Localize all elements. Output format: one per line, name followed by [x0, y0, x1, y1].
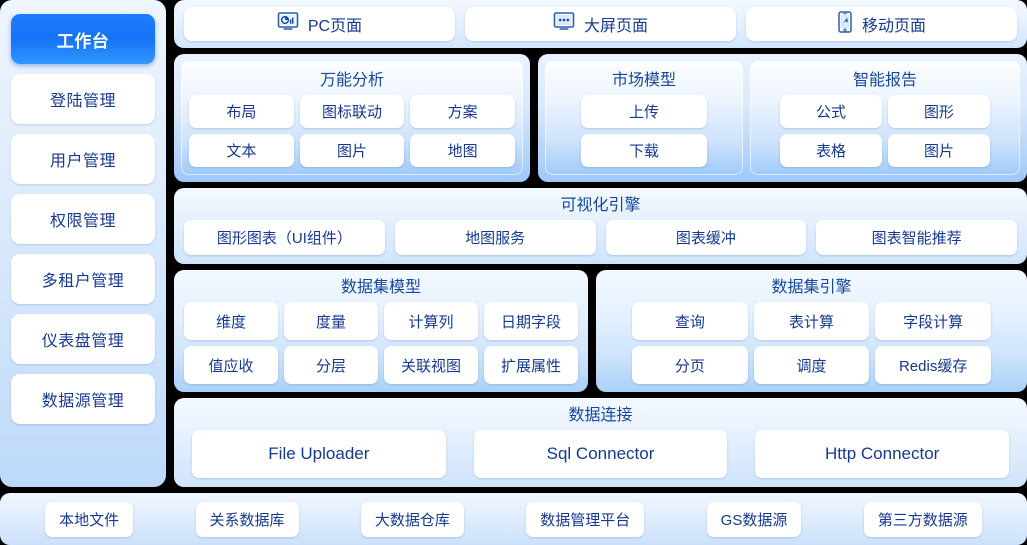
sidebar-item-dashboard-management[interactable]: 仪表盘管理 — [11, 314, 155, 364]
chip-file-uploader[interactable]: File Uploader — [192, 430, 446, 478]
panel-market-model: 市场模型 上传 下载 — [545, 61, 743, 175]
panel-smart-report: 智能报告 公式 图形 表格 图片 — [750, 61, 1020, 175]
chip-ui-components[interactable]: 图形图表（UI组件） — [184, 220, 385, 255]
sidebar-item-label: 多租户管理 — [41, 273, 125, 290]
chip-map[interactable]: 地图 — [410, 134, 515, 167]
chip-field-calculation[interactable]: 字段计算 — [875, 302, 991, 340]
chip-related-view[interactable]: 关联视图 — [384, 346, 478, 384]
analysis-module-wrapper: 万能分析 布局 图标联动 方案 文本 图片 地图 — [174, 54, 530, 182]
chip-scheduling[interactable]: 调度 — [753, 346, 870, 384]
chip-chart-recommendation[interactable]: 图表智能推荐 — [816, 220, 1017, 255]
source-data-management-platform[interactable]: 数据管理平台 — [526, 501, 645, 537]
source-relational-database[interactable]: 关系数据库 — [195, 501, 299, 537]
panel-button-grid: 维度 度量 计算列 日期字段 值应收 分层 关联视图 扩展属性 — [184, 302, 578, 384]
data-sources-bar: 本地文件 关系数据库 大数据仓库 数据管理平台 GS数据源 第三方数据源 — [0, 493, 1027, 545]
chip-query[interactable]: 查询 — [632, 302, 748, 340]
chip-chart-buffer[interactable]: 图表缓冲 — [605, 220, 807, 255]
row-title: 数据连接 — [568, 407, 633, 424]
panel-button-grid: 查询 表计算 字段计算 分页 调度 Redis缓存 — [606, 302, 1017, 384]
chip-download[interactable]: 下载 — [581, 134, 707, 167]
panel-universal-analysis: 万能分析 布局 图标联动 方案 文本 图片 地图 — [181, 61, 523, 175]
row-title: 数据集引擎 — [771, 279, 852, 296]
modules-row: 万能分析 布局 图标联动 方案 文本 图片 地图 市场模型 — [174, 54, 1027, 182]
source-gs-datasource[interactable]: GS数据源 — [706, 501, 802, 537]
chip-hierarchy[interactable]: 分层 — [284, 346, 378, 384]
chip-scheme[interactable]: 方案 — [410, 95, 515, 128]
chip-table[interactable]: 表格 — [780, 134, 882, 167]
chip-pagination[interactable]: 分页 — [632, 346, 748, 384]
source-third-party-datasource[interactable]: 第三方数据源 — [863, 501, 982, 537]
chip-text[interactable]: 文本 — [189, 134, 294, 167]
sidebar-item-login-management[interactable]: 登陆管理 — [11, 74, 155, 124]
sidebar-item-permission-management[interactable]: 权限管理 — [11, 194, 155, 244]
chip-value-receivable[interactable]: 值应收 — [184, 346, 278, 384]
chip-formula[interactable]: 公式 — [780, 95, 882, 128]
tab-label: 大屏页面 — [583, 18, 648, 35]
chip-extended-attribute[interactable]: 扩展属性 — [484, 346, 578, 384]
tab-bigscreen-page[interactable]: 大屏页面 — [465, 7, 736, 41]
panel-dataset-engine: 数据集引擎 查询 表计算 字段计算 分页 调度 Redis缓存 — [596, 270, 1027, 392]
panel-button-grid: 公式 图形 表格 图片 — [758, 95, 1012, 167]
sidebar-item-label: 权限管理 — [49, 213, 116, 230]
data-connection-row: 数据连接 File Uploader Sql Connector Http Co… — [174, 398, 1027, 487]
page-type-tabbar: PC页面 大屏页面 — [174, 0, 1027, 48]
mobile-phone-icon — [837, 10, 853, 38]
dataset-row: 数据集模型 维度 度量 计算列 日期字段 值应收 分层 关联视图 扩展属性 数据… — [174, 270, 1027, 392]
panel-title: 市场模型 — [611, 72, 676, 89]
panel-title: 万能分析 — [319, 72, 384, 89]
source-local-file[interactable]: 本地文件 — [45, 501, 134, 537]
row-button-list: 图形图表（UI组件） 地图服务 图表缓冲 图表智能推荐 — [184, 220, 1017, 255]
row-title: 可视化引擎 — [560, 197, 641, 214]
market-report-wrapper: 市场模型 上传 下载 智能报告 公式 图形 表格 图片 — [538, 54, 1027, 182]
visualization-engine-row: 可视化引擎 图形图表（UI组件） 地图服务 图表缓冲 图表智能推荐 — [174, 188, 1027, 264]
upper-section: 工作台 登陆管理 用户管理 权限管理 多租户管理 仪表盘管理 数据源管理 — [0, 0, 1027, 487]
row-title: 数据集模型 — [340, 279, 421, 296]
panel-title: 智能报告 — [852, 72, 917, 89]
panel-dataset-model: 数据集模型 维度 度量 计算列 日期字段 值应收 分层 关联视图 扩展属性 — [174, 270, 588, 392]
sidebar-item-workbench[interactable]: 工作台 — [11, 14, 155, 64]
tab-mobile-page[interactable]: 移动页面 — [746, 7, 1017, 41]
sidebar-item-multi-tenant-management[interactable]: 多租户管理 — [11, 254, 155, 304]
chip-image[interactable]: 图片 — [299, 134, 405, 167]
chip-calculated-column[interactable]: 计算列 — [384, 302, 478, 340]
main-content: PC页面 大屏页面 — [174, 0, 1027, 487]
chip-date-field[interactable]: 日期字段 — [484, 302, 578, 340]
sidebar-item-user-management[interactable]: 用户管理 — [11, 134, 155, 184]
chip-graphic[interactable]: 图形 — [888, 95, 990, 128]
chip-dimension[interactable]: 维度 — [184, 302, 278, 340]
sidebar: 工作台 登陆管理 用户管理 权限管理 多租户管理 仪表盘管理 数据源管理 — [0, 0, 166, 487]
panel-button-grid: 布局 图标联动 方案 文本 图片 地图 — [189, 95, 515, 167]
sidebar-item-datasource-management[interactable]: 数据源管理 — [11, 374, 155, 424]
sidebar-item-label: 用户管理 — [49, 153, 116, 170]
chip-map-service[interactable]: 地图服务 — [394, 220, 596, 255]
big-screen-icon — [553, 11, 575, 37]
sidebar-item-label: 仪表盘管理 — [41, 333, 125, 350]
chip-redis-cache[interactable]: Redis缓存 — [875, 346, 991, 384]
chip-sql-connector[interactable]: Sql Connector — [473, 430, 728, 478]
row-button-list: File Uploader Sql Connector Http Connect… — [184, 430, 1017, 478]
chip-http-connector[interactable]: Http Connector — [755, 430, 1010, 478]
chip-upload[interactable]: 上传 — [581, 95, 707, 128]
monitor-chart-icon — [277, 11, 299, 37]
chip-table-calculation[interactable]: 表计算 — [753, 302, 870, 340]
tab-label: PC页面 — [307, 18, 363, 35]
chip-layout[interactable]: 布局 — [189, 95, 294, 128]
tab-pc-page[interactable]: PC页面 — [184, 7, 455, 41]
chip-picture[interactable]: 图片 — [888, 134, 990, 167]
sidebar-item-label: 数据源管理 — [41, 393, 125, 410]
source-big-data-warehouse[interactable]: 大数据仓库 — [360, 501, 464, 537]
tab-label: 移动页面 — [861, 18, 926, 35]
chip-measure[interactable]: 度量 — [284, 302, 378, 340]
sidebar-item-label: 登陆管理 — [49, 93, 116, 110]
chip-icon-linkage[interactable]: 图标联动 — [299, 95, 405, 128]
panel-button-grid: 上传 下载 — [553, 95, 735, 167]
sidebar-item-label: 工作台 — [56, 31, 110, 51]
